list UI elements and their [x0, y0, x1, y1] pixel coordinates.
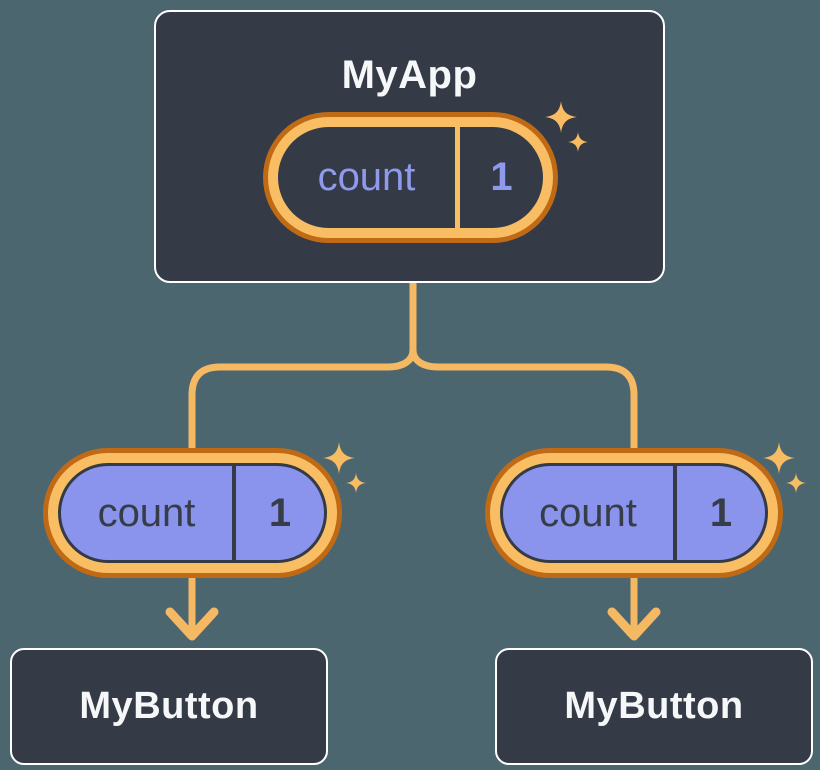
prop-label: count [539, 490, 637, 535]
state-label: count [317, 155, 416, 199]
state-value: 1 [455, 127, 543, 228]
arrow-down-icon [165, 607, 219, 641]
component-card-left-child: MyButton [10, 648, 328, 765]
prop-label: count [97, 490, 196, 535]
child-component-title: MyButton [79, 685, 259, 727]
prop-value: 1 [232, 466, 324, 560]
component-card-right-child: MyButton [495, 648, 813, 765]
arrow-down-icon [607, 607, 661, 641]
prop-pill-right-child: count 1 [500, 463, 768, 563]
state-pill-parent: count 1 [278, 127, 543, 228]
branch-right [409, 346, 638, 634]
prop-value: 1 [673, 466, 765, 560]
prop-pill-left-child: count 1 [58, 463, 327, 563]
parent-component-title: MyApp [341, 53, 478, 97]
sparkle-icon [323, 442, 366, 493]
child-component-title: MyButton [564, 685, 744, 727]
sparkle-icon [545, 101, 588, 152]
sparkle-icon [763, 442, 806, 493]
branch-left [188, 346, 417, 634]
